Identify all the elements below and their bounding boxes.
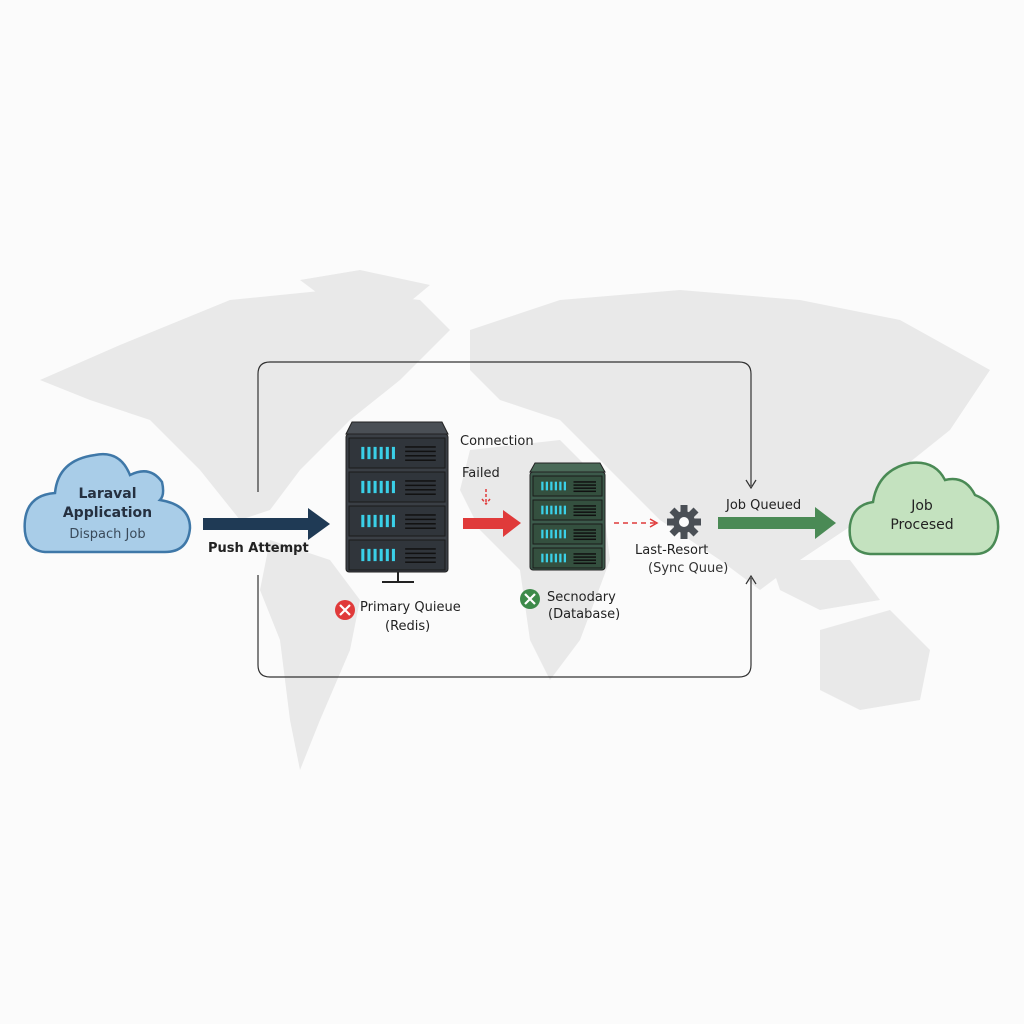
server-unit — [348, 539, 446, 571]
failed-label: Failed — [462, 466, 500, 481]
source-title-1: Laraval — [78, 486, 137, 502]
server-unit — [348, 505, 446, 537]
primary-server-icon — [345, 421, 449, 583]
source-title-2: Application — [62, 505, 153, 521]
failover-arrow — [463, 510, 521, 537]
primary-queue-sub: (Redis) — [385, 619, 431, 634]
job-queued-arrow — [718, 507, 836, 539]
push-attempt-label: Push Attempt — [208, 541, 309, 556]
primary-queue-label: Primary Quieue — [360, 600, 461, 615]
fallback-loop-lines — [257, 361, 757, 678]
secondary-failed-icon — [520, 589, 540, 609]
job-queued-label: Job Queued — [726, 498, 802, 513]
secondary-server-icon — [529, 462, 606, 571]
result-title-2: Procesed — [890, 517, 954, 533]
result-title-1: Job — [911, 498, 933, 514]
server-unit — [348, 437, 446, 469]
result-cloud — [848, 461, 1000, 556]
gear-icon — [667, 505, 701, 539]
secondary-queue-label: Secnodary — [547, 590, 616, 605]
push-attempt-arrow — [203, 508, 330, 540]
last-resort-label: Last-Resort — [635, 543, 709, 558]
last-resort-sub: (Sync Quue) — [648, 561, 729, 576]
server-unit — [348, 471, 446, 503]
failed-indicator-arrow — [481, 489, 491, 506]
source-subtitle: Dispach Job — [69, 527, 146, 542]
secondary-queue-sub: (Database) — [548, 607, 621, 622]
connection-label: Connection — [460, 434, 534, 449]
primary-failed-icon — [335, 600, 355, 620]
sync-fallback-arrow — [614, 518, 659, 528]
source-cloud — [23, 452, 192, 554]
